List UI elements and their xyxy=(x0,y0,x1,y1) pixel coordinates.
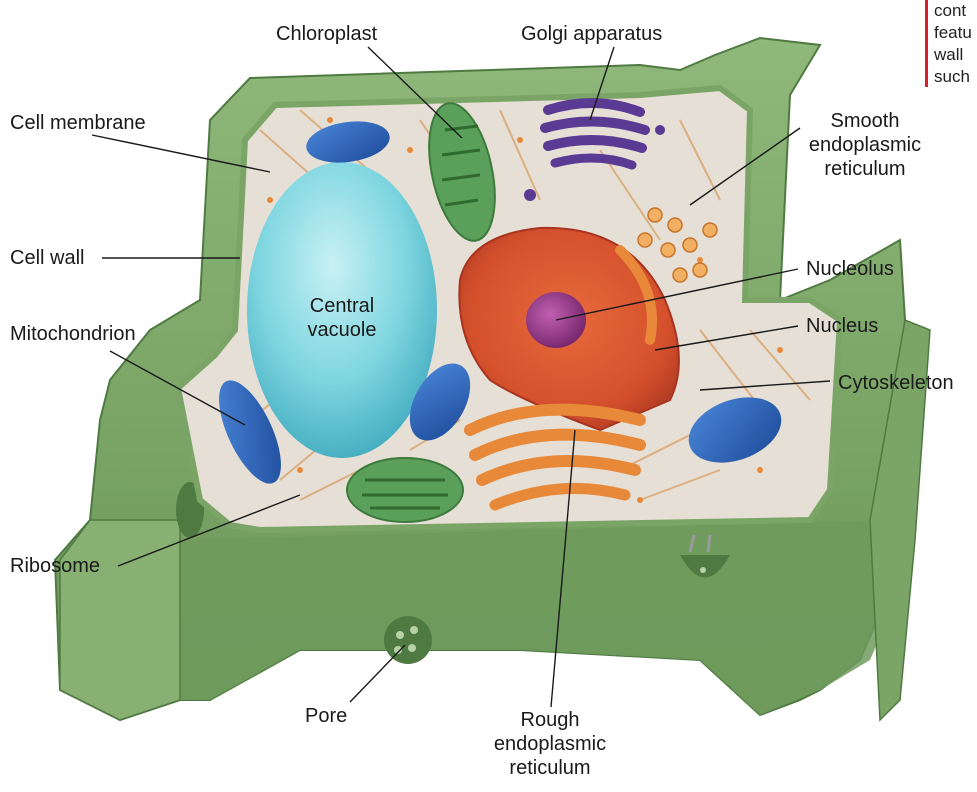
label-nucleolus: Nucleolus xyxy=(806,257,894,281)
label-chloroplast: Chloroplast xyxy=(276,22,377,46)
label-cell-membrane: Cell membrane xyxy=(10,111,146,135)
label-cell-wall: Cell wall xyxy=(10,246,84,270)
chloroplast-bottom xyxy=(347,458,463,522)
sidebar-text: cont featu wall such xyxy=(934,0,972,88)
label-golgi-apparatus: Golgi apparatus xyxy=(521,22,662,46)
label-pore: Pore xyxy=(305,704,347,728)
pore-front xyxy=(384,616,432,664)
label-ribosome: Ribosome xyxy=(10,554,100,578)
sidebar-line: wall xyxy=(934,44,972,66)
label-smooth-er: Smooth endoplasmic reticulum xyxy=(800,109,930,181)
label-mitochondrion: Mitochondrion xyxy=(10,322,136,346)
sidebar-line: cont xyxy=(934,0,972,22)
sidebar-line: such xyxy=(934,66,972,88)
sidebar-line: featu xyxy=(934,22,972,44)
label-rough-er: Rough endoplasmic reticulum xyxy=(480,708,620,780)
sidebar-accent-rule xyxy=(925,0,928,87)
label-cytoskeleton: Cytoskeleton xyxy=(838,371,954,395)
label-central-vacuole: Central vacuole xyxy=(292,294,392,342)
label-nucleus: Nucleus xyxy=(806,314,878,338)
